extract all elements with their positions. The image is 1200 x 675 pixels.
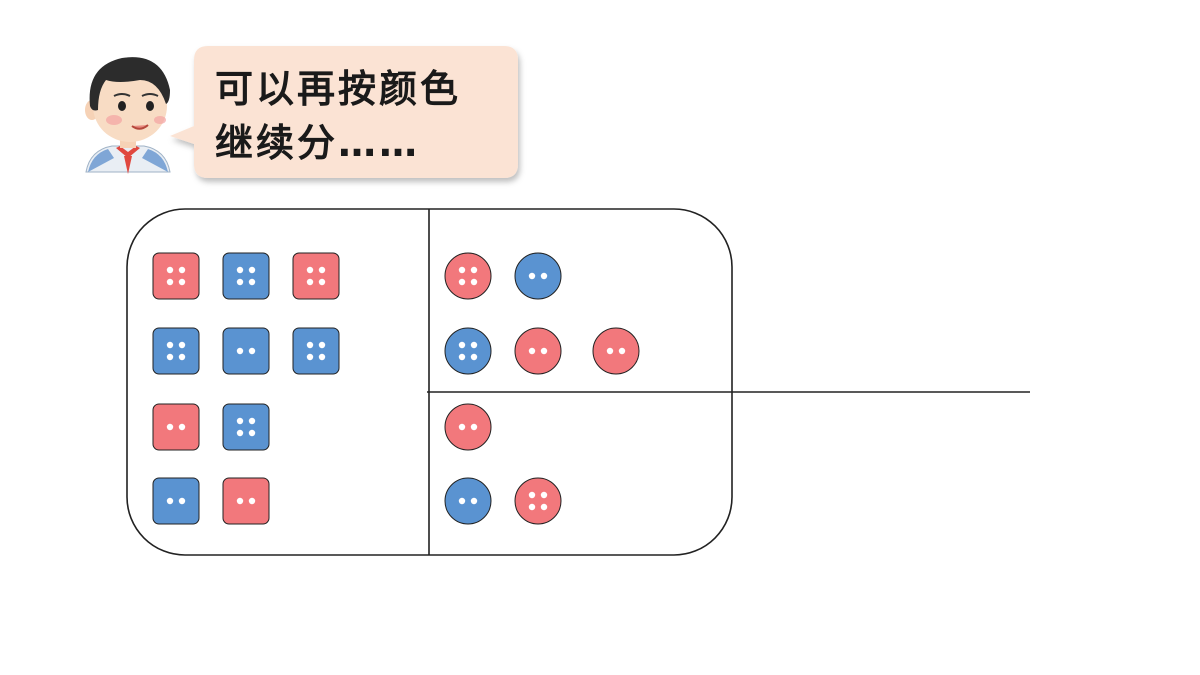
square-button-red-square-4-holes <box>292 252 340 300</box>
square-button-red-square-2-holes <box>222 477 270 525</box>
circle-button-top-blue-circle-4-holes <box>444 327 492 375</box>
square-button-blue-square-4-holes <box>152 327 200 375</box>
speech-text: 可以再按颜色 继续分…… <box>215 62 515 170</box>
circle-button-bottom-red-circle-2-holes <box>444 403 492 451</box>
speech-line-2: 继续分…… <box>215 121 421 165</box>
square-button-blue-square-2-holes <box>152 477 200 525</box>
speech-bubble <box>170 46 518 178</box>
circle-button-top-red-circle-2-holes <box>592 327 640 375</box>
speech-line-1: 可以再按颜色 <box>215 67 462 111</box>
boy-avatar <box>85 57 171 174</box>
button-items <box>152 252 640 525</box>
square-button-blue-square-2-holes <box>222 327 270 375</box>
circle-button-bottom-red-circle-4-holes <box>514 477 562 525</box>
square-button-blue-square-4-holes <box>222 403 270 451</box>
square-button-blue-square-4-holes <box>222 252 270 300</box>
circle-button-top-red-circle-4-holes <box>444 252 492 300</box>
square-button-blue-square-4-holes <box>292 327 340 375</box>
circle-button-top-red-circle-2-holes <box>514 327 562 375</box>
square-button-red-square-4-holes <box>152 252 200 300</box>
circle-button-bottom-blue-circle-2-holes <box>444 477 492 525</box>
square-button-red-square-2-holes <box>152 403 200 451</box>
circle-button-top-blue-circle-2-holes <box>514 252 562 300</box>
